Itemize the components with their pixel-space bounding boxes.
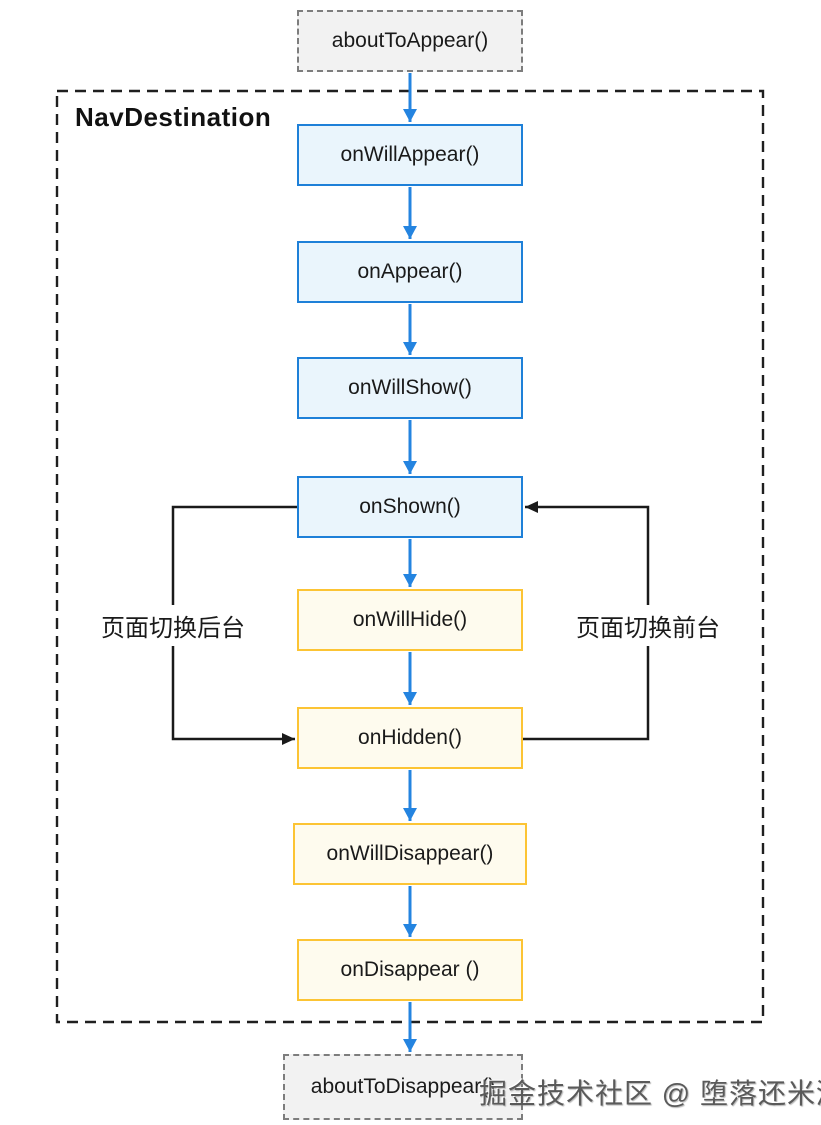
lifecycle-box-label: onDisappear ()	[340, 958, 480, 981]
navdestination-container-label: NavDestination	[75, 102, 272, 132]
lifecycle-box-label: onShown()	[359, 495, 461, 518]
lifecycle-box-label: onHidden()	[358, 726, 462, 749]
lifecycle-box-onwilldisappear: onWillDisappear()	[293, 823, 527, 885]
lifecycle-box-onshown: onShown()	[297, 476, 523, 538]
lifecycle-box-label: onWillHide()	[352, 608, 468, 631]
loop-label-switch-to-foreground: 页面切换前台	[571, 605, 725, 646]
watermark-text: 掘金技术社区 @ 堕落还米酒	[479, 1078, 821, 1109]
lifecycle-box-label: onAppear()	[357, 260, 463, 283]
lifecycle-box-onwillhide: onWillHide()	[297, 589, 523, 651]
lifecycle-box-ondisappear: onDisappear ()	[297, 939, 523, 1001]
lifecycle-box-onhidden: onHidden()	[297, 707, 523, 769]
lifecycle-box-onappear: onAppear()	[297, 241, 523, 303]
entry-box-abouttoappear: aboutToAppear()	[297, 10, 523, 72]
entry-box-label: aboutToAppear()	[331, 29, 489, 52]
lifecycle-box-onwillshow: onWillShow()	[297, 357, 523, 419]
lifecycle-box-label: onWillAppear()	[340, 143, 480, 166]
exit-box-abouttodisappear: aboutToDisappear()	[283, 1054, 523, 1120]
lifecycle-box-label: onWillDisappear()	[326, 842, 494, 865]
lifecycle-box-onwillappear: onWillAppear()	[297, 124, 523, 186]
exit-box-label: aboutToDisappear()	[310, 1075, 496, 1098]
loop-label-switch-to-background: 页面切换后台	[96, 605, 250, 646]
lifecycle-box-label: onWillShow()	[348, 376, 472, 399]
